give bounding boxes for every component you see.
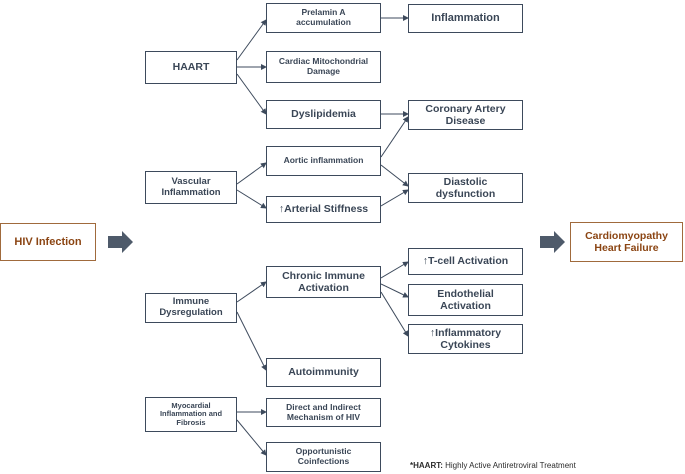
endothelial-label: Endothelial Activation <box>437 287 494 312</box>
hiv-infection-label: HIV Infection <box>14 235 82 248</box>
edge-haart-dyslipidemia <box>236 73 267 115</box>
footnote-text: Highly Active Antiretroviral Treatment <box>442 461 576 470</box>
cytokines-box: ↑Inflammatory Cytokines <box>408 324 523 354</box>
direct-mechanism-box: Direct and Indirect Mechanism of HIV <box>266 398 381 427</box>
haart-box: HAART <box>145 51 237 84</box>
chronic-immune-box: Chronic Immune Activation <box>266 266 381 298</box>
edge-myocardial-opportunistic <box>236 419 267 456</box>
dyslipidemia-box: Dyslipidemia <box>266 100 381 129</box>
prelamin-label: Prelamin A accumulation <box>296 7 351 27</box>
arterial-stiffness-label: ↑Arterial Stiffness <box>278 203 369 216</box>
hiv-infection-box: HIV Infection <box>0 223 96 261</box>
vascular-inflammation-label: Vascular Inflammation <box>161 175 221 198</box>
edge-vascular-arterial <box>236 189 267 209</box>
footnote-abbr: *HAART: <box>410 461 443 470</box>
opportunistic-box: Opportunistic Coinfections <box>266 442 381 472</box>
cardiomyopathy-box: Cardiomyopathy Heart Failure <box>570 222 683 262</box>
prelamin-box: Prelamin A accumulation <box>266 3 381 33</box>
chronic-immune-label: Chronic Immune Activation <box>282 269 365 294</box>
endothelial-box: Endothelial Activation <box>408 284 523 316</box>
arrow-to-cardiomyopathy <box>540 231 565 253</box>
autoimmunity-box: Autoimmunity <box>266 358 381 387</box>
edge-vascular-aortic <box>236 162 267 185</box>
vascular-inflammation-box: Vascular Inflammation <box>145 171 237 204</box>
edge-aortic-cad <box>380 116 409 158</box>
tcell-box: ↑T-cell Activation <box>408 248 523 275</box>
autoimmunity-label: Autoimmunity <box>288 366 359 379</box>
edge-immune-autoimmunity <box>236 311 267 371</box>
coronary-artery-box: Coronary Artery Disease <box>408 100 523 130</box>
opportunistic-label: Opportunistic Coinfections <box>295 446 352 466</box>
diastolic-box: Diastolic dysfunction <box>408 173 523 203</box>
myocardial-fibrosis-box: Myocardial Inflammation and Fibrosis <box>145 397 237 432</box>
arterial-stiffness-box: ↑Arterial Stiffness <box>266 196 381 223</box>
edge-immune-chronic <box>236 281 267 303</box>
cytokines-label: ↑Inflammatory Cytokines <box>429 326 502 351</box>
direct-mechanism-label: Direct and Indirect Mechanism of HIV <box>286 401 361 422</box>
edge-chronic-cytokines <box>380 291 409 337</box>
cardiomyopathy-label: Cardiomyopathy Heart Failure <box>585 229 668 254</box>
inflammation-label: Inflammation <box>431 12 500 25</box>
haart-label: HAART <box>172 61 210 74</box>
aortic-inflammation-box: Aortic inflammation <box>266 146 381 176</box>
immune-dysregulation-label: Immune Dysregulation <box>159 296 223 318</box>
edge-chronic-tcell <box>380 261 409 279</box>
immune-dysregulation-box: Immune Dysregulation <box>145 293 237 323</box>
inflammation-box: Inflammation <box>408 4 523 33</box>
coronary-artery-label: Coronary Artery Disease <box>425 102 506 127</box>
edge-aortic-diastolic <box>380 164 409 187</box>
edge-haart-prelamin <box>236 19 267 61</box>
tcell-label: ↑T-cell Activation <box>422 255 509 268</box>
diastolic-label: Diastolic dysfunction <box>435 175 496 200</box>
cardiac-mito-box: Cardiac Mitochondrial Damage <box>266 51 381 83</box>
dyslipidemia-label: Dyslipidemia <box>291 108 356 121</box>
edge-arterial-diastolic <box>380 189 409 207</box>
myocardial-fibrosis-label: Myocardial Inflammation and Fibrosis <box>159 400 223 427</box>
arrow-hiv-to-mechanisms <box>108 231 133 253</box>
footnote: *HAART: Highly Active Antiretroviral Tre… <box>410 461 576 470</box>
edge-chronic-endothelial <box>380 283 409 298</box>
aortic-inflammation-label: Aortic inflammation <box>283 155 364 166</box>
cardiac-mito-label: Cardiac Mitochondrial Damage <box>278 56 369 76</box>
